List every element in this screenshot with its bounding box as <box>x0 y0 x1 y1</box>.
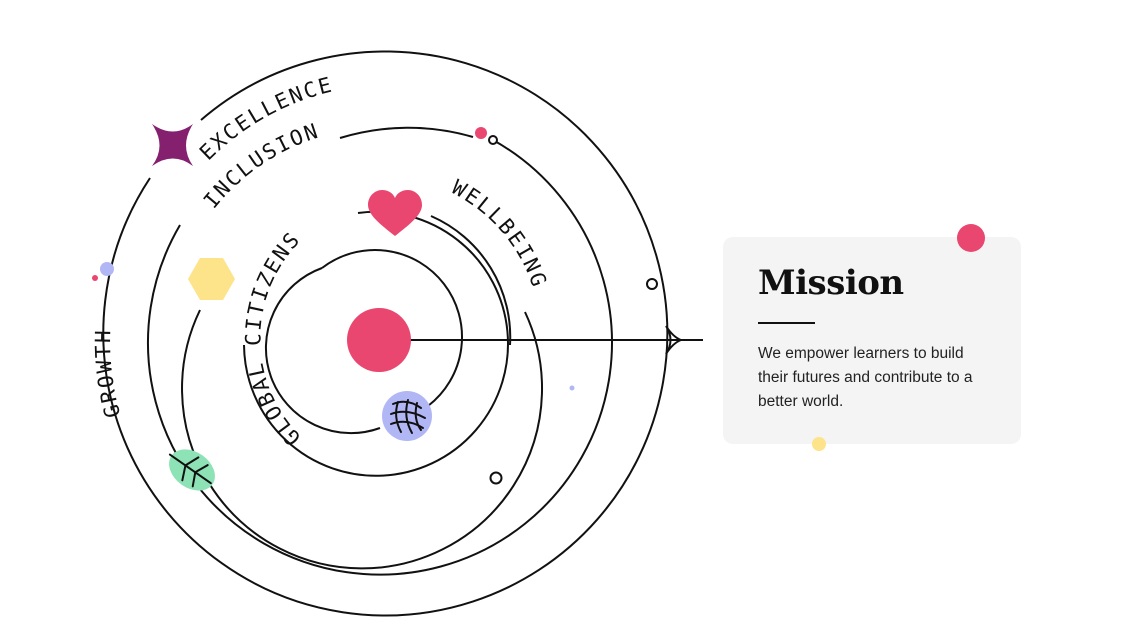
ring-marker-pink <box>475 127 487 139</box>
orbit-ring-inclusion <box>339 126 474 139</box>
mission-arrow-head <box>665 325 682 355</box>
ring-marker-open-right <box>646 278 658 290</box>
orbit-ring-inner <box>321 249 463 407</box>
ring-marker-pink-small <box>92 275 98 281</box>
hexagon-icon <box>188 258 235 300</box>
center-dot <box>347 308 411 372</box>
ring-label-global-citizens: GLOBAL CITIZENS <box>241 227 305 450</box>
orbit-ring-excellence <box>102 50 669 617</box>
mission-title: Mission <box>758 263 904 303</box>
mission-card: Mission We empower learners to build the… <box>723 237 1021 444</box>
orbit-ring-inner-left <box>264 267 381 435</box>
mission-title-divider <box>758 322 815 324</box>
orbit-ring-inclusion-lower <box>146 139 613 576</box>
card-dot-pink <box>957 224 985 252</box>
floating-dot-lavender <box>569 385 575 391</box>
orbit-ring-wellbeing <box>181 309 544 570</box>
heart-icon <box>368 190 422 236</box>
ring-marker-open-top <box>488 135 498 145</box>
ring-label-growth: GROWTH <box>91 328 125 420</box>
ring-label-wellbeing: WELLBEING <box>448 175 552 291</box>
orbit-ring-global-citizens-right <box>430 215 512 346</box>
ring-marker-open-bottom <box>489 471 503 485</box>
four-point-star-icon <box>152 124 193 166</box>
leaf-icon <box>168 449 215 491</box>
ring-marker-lavender <box>100 262 114 276</box>
globe-icon <box>382 391 432 441</box>
mission-statement: We empower learners to build their futur… <box>758 345 973 410</box>
card-dot-yellow <box>812 437 826 451</box>
orbit-ring-global-citizens <box>243 210 509 477</box>
